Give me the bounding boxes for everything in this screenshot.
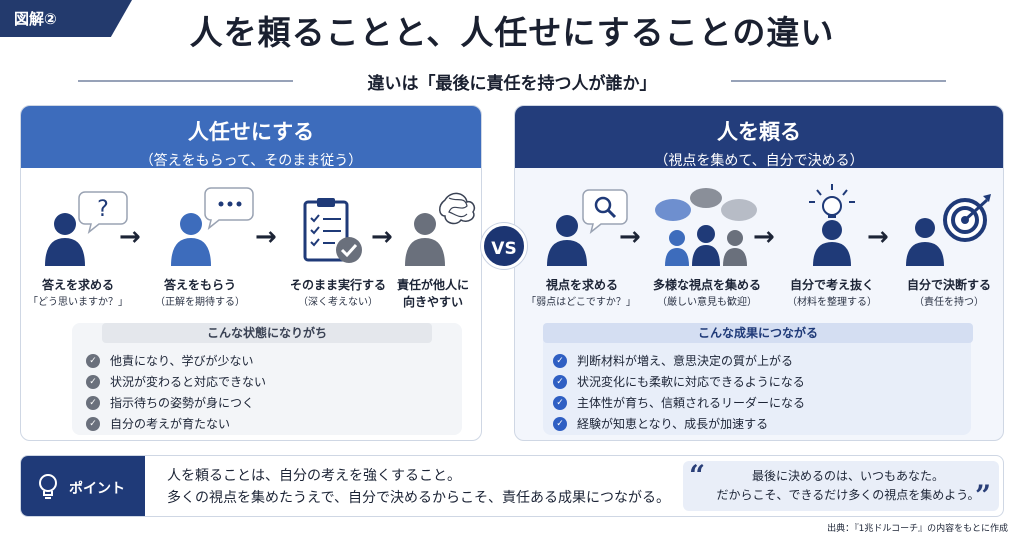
right-list-heading: こんな成果につながる bbox=[543, 323, 973, 343]
page-subtitle: 違いは「最後に責任を持つ人が誰か」 bbox=[367, 74, 657, 94]
person-question-icon: ? bbox=[45, 191, 128, 266]
left-step-1: ? 答えを求める 「どう思いますか？」 bbox=[28, 186, 128, 376]
right-panel-header: 人を頼る （視点を集めて、自分で決める） bbox=[515, 106, 1003, 169]
arrow-right-icon: → bbox=[255, 222, 277, 252]
quote-text: 最後に決めるのは、いつもあなた。 だからこそ、できるだけ多くの視点を集めよう。 bbox=[713, 467, 983, 505]
person-lightbulb-icon bbox=[809, 184, 855, 266]
check-circle-icon: ✓ bbox=[553, 374, 567, 389]
quote-line-1: 最後に決めるのは、いつもあなた。 bbox=[751, 469, 944, 483]
check-circle-icon: ✓ bbox=[553, 416, 567, 431]
svg-text:?: ? bbox=[97, 197, 109, 222]
list-item: ✓経験が知恵となり、成長が加速する bbox=[553, 413, 971, 434]
subtitle-rule-right bbox=[731, 80, 946, 82]
arrow-right-icon: → bbox=[867, 222, 889, 252]
check-circle-icon: ✓ bbox=[553, 395, 567, 410]
point-line-2: 多くの視点を集めたうえで、自分で決めるからこそ、責任ある成果につながる。 bbox=[167, 490, 671, 506]
right-step-4-label: 自分で決断する bbox=[906, 278, 991, 292]
left-step-2: 答えをもらう （正解を期待する） bbox=[153, 186, 254, 376]
left-panel-title: 人任せにする bbox=[187, 120, 315, 144]
left-step-4-label-line1: 責任が他人に bbox=[396, 278, 469, 292]
quote-close-icon: ” bbox=[975, 479, 992, 512]
left-list-heading: こんな状態になりがち bbox=[102, 323, 432, 343]
list-item: ✓主体性が育ち、信頼されるリーダーになる bbox=[553, 392, 971, 413]
left-step-4-label-line2: 向きやすい bbox=[402, 295, 463, 309]
subtitle-rule-left bbox=[78, 80, 293, 82]
point-text: 人を頼ることは、自分の考えを強くすること。 多くの視点を集めたうえで、自分で決め… bbox=[167, 465, 670, 509]
check-circle-icon: ✓ bbox=[86, 395, 100, 410]
point-tag: ポイント bbox=[21, 456, 145, 516]
arrow-right-icon: → bbox=[619, 222, 641, 252]
list-item: ✓他責になり、学びが少ない bbox=[86, 350, 462, 371]
figure-badge: 図解② bbox=[0, 0, 132, 37]
person-tangled-thought-icon bbox=[405, 192, 476, 266]
right-step-3: 自分で考え抜く （材料を整理する） bbox=[777, 184, 887, 376]
vs-badge: VS bbox=[481, 223, 527, 269]
left-step-3-label: そのまま実行する bbox=[289, 278, 386, 292]
left-step-2-sub: （正解を期待する） bbox=[155, 297, 245, 308]
left-panel-header: 人任せにする （答えをもらって、そのまま従う） bbox=[21, 106, 481, 169]
check-circle-icon: ✓ bbox=[86, 374, 100, 389]
right-step-2: 多様な視点を集める （厳しい意見も歓迎） bbox=[647, 186, 767, 376]
list-item: ✓判断材料が増え、意思決定の質が上がる bbox=[553, 350, 971, 371]
left-step-1-sub: 「どう思いますか？」 bbox=[28, 297, 128, 308]
list-item: ✓状況が変わると対応できない bbox=[86, 371, 462, 392]
left-step-2-label: 答えをもらう bbox=[163, 278, 236, 292]
right-step-4: 自分で決断する （責任を持つ） bbox=[897, 186, 1001, 376]
list-item: ✓自分の考えが育たない bbox=[86, 413, 462, 434]
left-outcome-list: こんな状態になりがち ✓他責になり、学びが少ない ✓状況が変わると対応できない … bbox=[72, 323, 462, 435]
arrow-right-icon: → bbox=[119, 222, 141, 252]
right-panel-title: 人を頼る bbox=[717, 120, 801, 144]
quote-open-icon: “ bbox=[689, 459, 706, 492]
lightbulb-icon bbox=[39, 474, 57, 499]
right-step-1-sub: 「弱点はどこですか？」 bbox=[526, 297, 636, 308]
person-magnifier-icon bbox=[547, 189, 628, 266]
list-item: ✓状況変化にも柔軟に対応できるようになる bbox=[553, 371, 971, 392]
right-step-3-sub: （材料を整理する） bbox=[787, 297, 877, 308]
check-circle-icon: ✓ bbox=[86, 416, 100, 431]
left-step-3-sub: （深く考えない） bbox=[298, 297, 378, 308]
left-panel-subtitle: （答えをもらって、そのまま従う） bbox=[139, 153, 363, 169]
right-step-1: 視点を求める 「弱点はどこですか？」 bbox=[526, 186, 636, 376]
right-step-4-sub: （責任を持つ） bbox=[914, 297, 984, 308]
list-item: ✓指示待ちの姿勢が身につく bbox=[86, 392, 462, 413]
left-step-3: そのまま実行する （深く考えない） bbox=[283, 186, 393, 376]
right-step-1-label: 視点を求める bbox=[545, 278, 618, 292]
quote-box: “ 最後に決めるのは、いつもあなた。 だからこそ、できるだけ多くの視点を集めよう… bbox=[683, 459, 999, 512]
arrow-right-icon: → bbox=[753, 222, 775, 252]
clipboard-check-icon bbox=[303, 198, 362, 263]
check-circle-icon: ✓ bbox=[553, 353, 567, 368]
quote-line-2: だからこそ、できるだけ多くの視点を集めよう。 bbox=[716, 488, 980, 502]
arrow-right-icon: → bbox=[371, 222, 393, 252]
left-step-4-label: 責任が他人に 向きやすい bbox=[381, 277, 481, 311]
right-step-2-label: 多様な視点を集める bbox=[652, 278, 761, 292]
right-panel-subtitle: （視点を集めて、自分で決める） bbox=[654, 153, 864, 169]
right-panel: 人を頼る （視点を集めて、自分で決める） 視点を求める 「弱点はどこですか？」 … bbox=[514, 105, 1004, 441]
right-step-2-sub: （厳しい意見も歓迎） bbox=[657, 297, 757, 308]
check-circle-icon: ✓ bbox=[86, 353, 100, 368]
source-note: 出典：『1兆ドルコーチ』の内容をもとに作成 bbox=[827, 524, 1008, 534]
point-label: ポイント bbox=[69, 481, 125, 497]
group-speech-bubbles-icon bbox=[655, 188, 757, 266]
right-step-3-label: 自分で考え抜く bbox=[789, 278, 874, 292]
point-line-1: 人を頼ることは、自分の考えを強くすること。 bbox=[167, 468, 461, 484]
page-title: 人を頼ることと、人任せにすることの違い bbox=[189, 13, 835, 52]
left-step-4: 責任が他人に 向きやすい bbox=[395, 186, 481, 376]
person-dots-bubble-icon bbox=[171, 187, 254, 266]
right-outcome-list: こんな成果につながる ✓判断材料が増え、意思決定の質が上がる ✓状況変化にも柔軟… bbox=[543, 323, 973, 435]
person-target-icon bbox=[906, 194, 991, 266]
point-box: ポイント 人を頼ることは、自分の考えを強くすること。 多くの視点を集めたうえで、… bbox=[20, 455, 1004, 517]
left-step-1-label: 答えを求める bbox=[41, 278, 114, 292]
